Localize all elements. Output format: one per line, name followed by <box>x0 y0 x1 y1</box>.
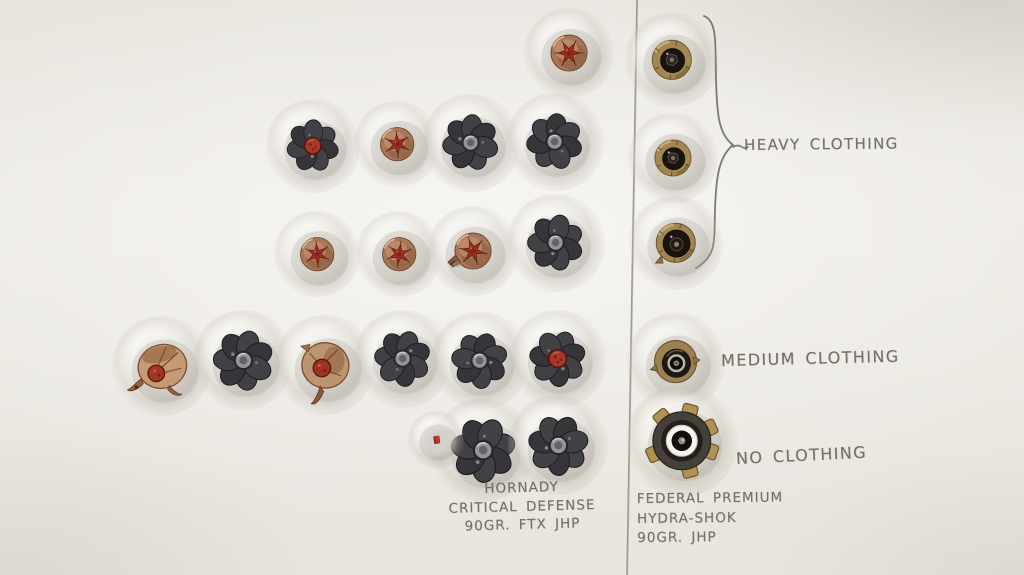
expanded-bullet-gray-flower <box>354 310 452 408</box>
red-tip-fragment <box>408 411 466 469</box>
caption-line: 90GR. FTX JHP <box>464 515 581 535</box>
expanded-bullet-gray-flower <box>506 93 604 191</box>
expanded-bullet-brass-dark <box>625 13 719 107</box>
expanded-bullet-gray-flower <box>507 194 605 292</box>
expanded-bullet-brass-expanded <box>626 385 738 497</box>
caption-line: HYDRA-SHOK <box>636 509 737 527</box>
caption-line: FEDERAL PREMIUM <box>636 489 784 508</box>
expanded-bullet-copper-red-star <box>355 210 443 298</box>
expanded-bullet-brass-dark-open <box>629 196 723 290</box>
expanded-bullet-gray-flower-red <box>266 99 360 193</box>
expanded-bullet-copper-red-star <box>273 210 361 298</box>
expanded-bullet-brass-dark <box>628 113 718 203</box>
label-no-clothing: NO CLOTHING <box>735 442 868 468</box>
caption-line: 90GR. JHP <box>637 529 717 546</box>
label-heavy-clothing: HEAVY CLOTHING <box>743 134 899 154</box>
caption-federal-hydra-shok: FEDERAL PREMIUM HYDRA-SHOK 90GR. JHP <box>637 488 784 548</box>
expanded-bullet-gray-flower <box>507 394 609 496</box>
caption-hornady-critical-defense: HORNADY CRITICAL DEFENSE 90GR. FTX JHP <box>442 477 601 537</box>
expanded-bullet-gray-flower <box>422 94 520 192</box>
expanded-bullet-gray-flower-red <box>509 310 607 408</box>
label-medium-clothing: MEDIUM CLOTHING <box>720 346 900 370</box>
expanded-bullet-copper-red-star <box>524 8 614 98</box>
expanded-bullet-copper-red-star-torn <box>428 206 518 296</box>
expanded-bullet-gray-flower <box>192 309 294 411</box>
